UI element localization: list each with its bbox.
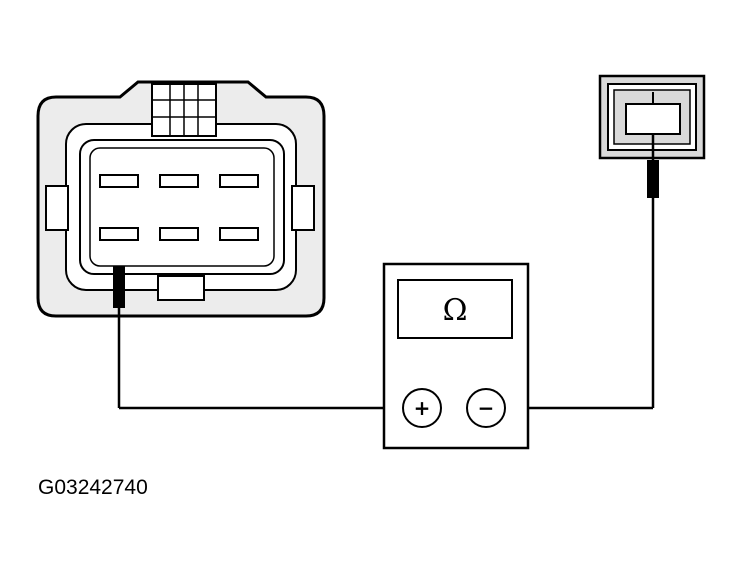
- terminal-pin: [159, 174, 199, 188]
- component-terminal: [625, 103, 681, 135]
- connector-bottom-key: [157, 275, 205, 301]
- connector-right-rib: [291, 185, 315, 231]
- connector-terminals: [99, 174, 259, 241]
- negative-probe: [647, 134, 659, 408]
- connector-face-inner: [89, 147, 275, 267]
- negative-terminal-label: −: [478, 396, 495, 420]
- connector-lock-tab: [151, 83, 217, 137]
- positive-probe: [113, 266, 125, 408]
- terminal-pin: [159, 227, 199, 241]
- ohmmeter: Ω + −: [382, 262, 530, 450]
- ohm-symbol: Ω: [443, 293, 468, 328]
- terminal-pin: [219, 227, 259, 241]
- terminal-pin: [99, 174, 139, 188]
- six-pin-connector: [36, 80, 326, 318]
- positive-terminal-label: +: [414, 396, 431, 420]
- probe-tip: [647, 160, 659, 198]
- terminal-pin: [219, 174, 259, 188]
- connector-left-rib: [45, 185, 69, 231]
- meter-display: [397, 279, 513, 339]
- negative-terminal: [466, 388, 506, 428]
- positive-terminal: [402, 388, 442, 428]
- probe-tip: [113, 266, 125, 308]
- figure-id: G03242740: [38, 476, 148, 499]
- terminal-pin: [99, 227, 139, 241]
